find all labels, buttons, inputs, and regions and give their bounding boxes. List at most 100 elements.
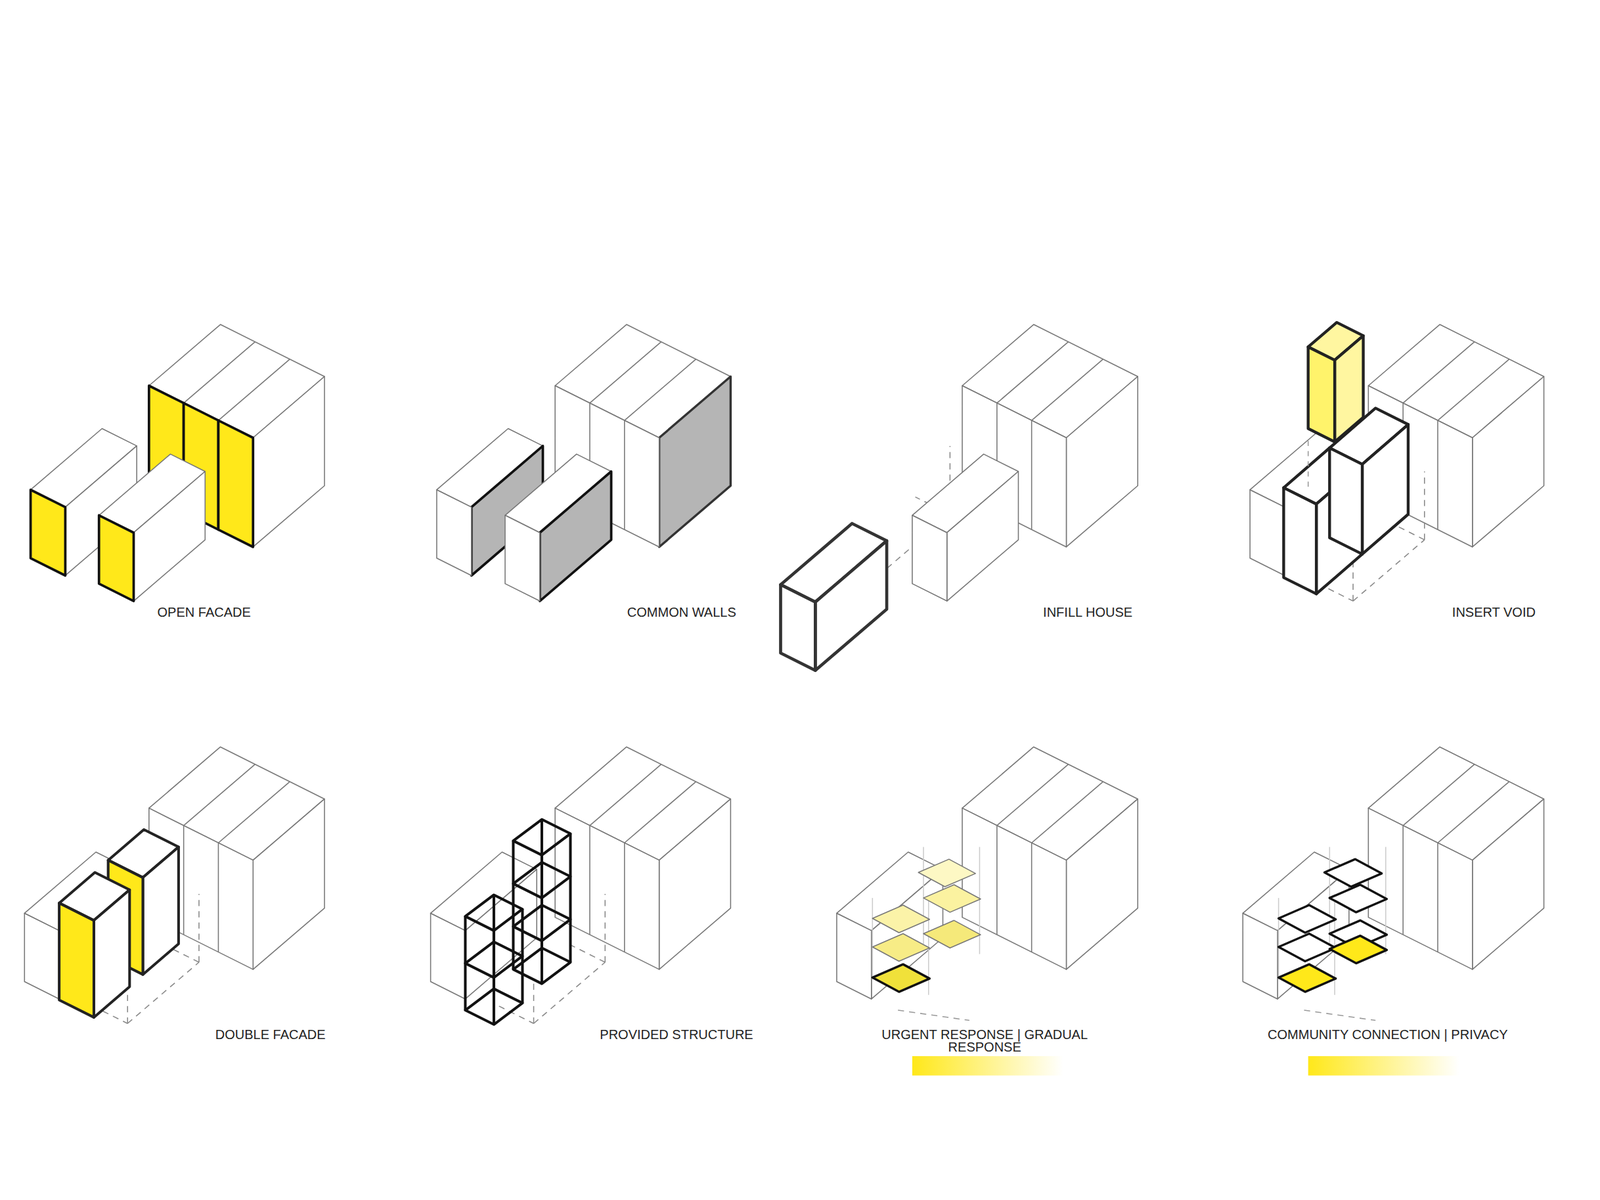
block-edge (624, 781, 697, 843)
floor-slab (1278, 905, 1336, 933)
block-edge (1437, 359, 1510, 421)
block-face (1308, 346, 1335, 442)
block-edge (1423, 471, 1426, 540)
block-face (780, 584, 816, 671)
block-face (1066, 798, 1138, 969)
floor-slab (872, 905, 930, 933)
floor-slab (1278, 933, 1336, 962)
gradient-bar (1308, 1056, 1460, 1076)
block-edge (218, 781, 290, 843)
block-face (947, 471, 1019, 601)
block-edge (533, 962, 606, 1024)
facade-panel (218, 420, 253, 548)
block-face (133, 471, 206, 601)
block-face (59, 903, 94, 1018)
block-edge (624, 359, 697, 421)
block-face (252, 376, 325, 547)
block-edge (1031, 359, 1104, 421)
block-face (539, 471, 612, 601)
block-edge (1402, 825, 1404, 935)
block-face (30, 489, 66, 577)
block-face (1472, 798, 1545, 969)
floor-slab (923, 884, 981, 913)
block-edge (492, 894, 496, 989)
block-face (252, 798, 325, 969)
panel-caption: DOUBLE FACADE (215, 1028, 326, 1042)
block-edge (997, 764, 1069, 826)
block-edge (604, 893, 606, 963)
block-edge (589, 341, 662, 403)
block-edge (218, 359, 290, 421)
block-face (505, 515, 540, 602)
floor-slab (923, 920, 981, 948)
block-edge (463, 916, 467, 1011)
block-edge (1278, 897, 1280, 980)
block-edge (1437, 781, 1510, 843)
block-edge (540, 819, 544, 949)
block-edge (997, 341, 1069, 403)
block-edge (1402, 341, 1475, 403)
block-edge (183, 341, 256, 403)
panel-caption: COMMON WALLS (627, 606, 737, 619)
block-edge (520, 909, 524, 1003)
block-edge (897, 1010, 970, 1021)
block-edge (568, 833, 572, 963)
block-face (430, 912, 466, 1000)
block-edge (1402, 764, 1475, 826)
facade-panel (99, 515, 134, 602)
block-edge (183, 764, 256, 826)
floor-slab (1329, 884, 1387, 913)
block-edge (533, 982, 535, 1024)
block-edge (1031, 842, 1033, 952)
floor-slab (1329, 935, 1387, 964)
block-edge (198, 893, 200, 963)
block-edge (872, 897, 874, 980)
block-face (24, 912, 60, 1000)
block-face (1362, 424, 1409, 554)
block-edge (922, 846, 925, 944)
panel-caption: PROVIDED STRUCTURE (599, 1028, 753, 1042)
block-edge (623, 842, 626, 952)
block-face (836, 912, 872, 1000)
block-face (1472, 376, 1545, 547)
block-edge (1437, 420, 1439, 530)
panel-caption: URGENT RESPONSE | GRADUAL RESPONSE (876, 1028, 1093, 1054)
floor-slab (1278, 964, 1336, 992)
block-face (93, 889, 130, 1018)
block-face (1329, 447, 1363, 555)
floor-slab (872, 964, 930, 992)
block-face (962, 807, 1067, 969)
block-edge (589, 825, 591, 935)
gradient-bar (912, 1056, 1064, 1076)
block-edge (1303, 1010, 1376, 1021)
block-face (912, 515, 948, 602)
block-face (1368, 807, 1472, 969)
block-edge (979, 846, 981, 954)
facade-panel (30, 489, 66, 577)
block-edge (996, 825, 998, 935)
panel-caption: INSERT VOID (1452, 606, 1536, 619)
block-edge (218, 842, 220, 952)
block-edge (1329, 846, 1331, 944)
block-edge (183, 825, 185, 935)
panel-caption: COMMUNITY CONNECTION | PRIVACY (1267, 1028, 1509, 1042)
panel-caption: INFILL HOUSE (1043, 606, 1133, 619)
block-face (1242, 912, 1278, 1000)
block-face (143, 846, 179, 975)
floor-slab (872, 933, 930, 962)
panel-caption: OPEN FACADE (157, 606, 251, 619)
block-edge (1352, 560, 1354, 601)
block-face (1249, 489, 1285, 577)
block-edge (1031, 420, 1033, 530)
block-edge (1307, 440, 1310, 488)
block-edge (623, 420, 626, 530)
block-face (659, 798, 732, 969)
block-face (1283, 488, 1317, 595)
block-edge (570, 945, 605, 963)
floor-slab (1324, 859, 1382, 887)
floor-slab (918, 859, 976, 887)
block-face (99, 515, 134, 602)
block-edge (589, 764, 662, 826)
block-face (1334, 335, 1364, 443)
